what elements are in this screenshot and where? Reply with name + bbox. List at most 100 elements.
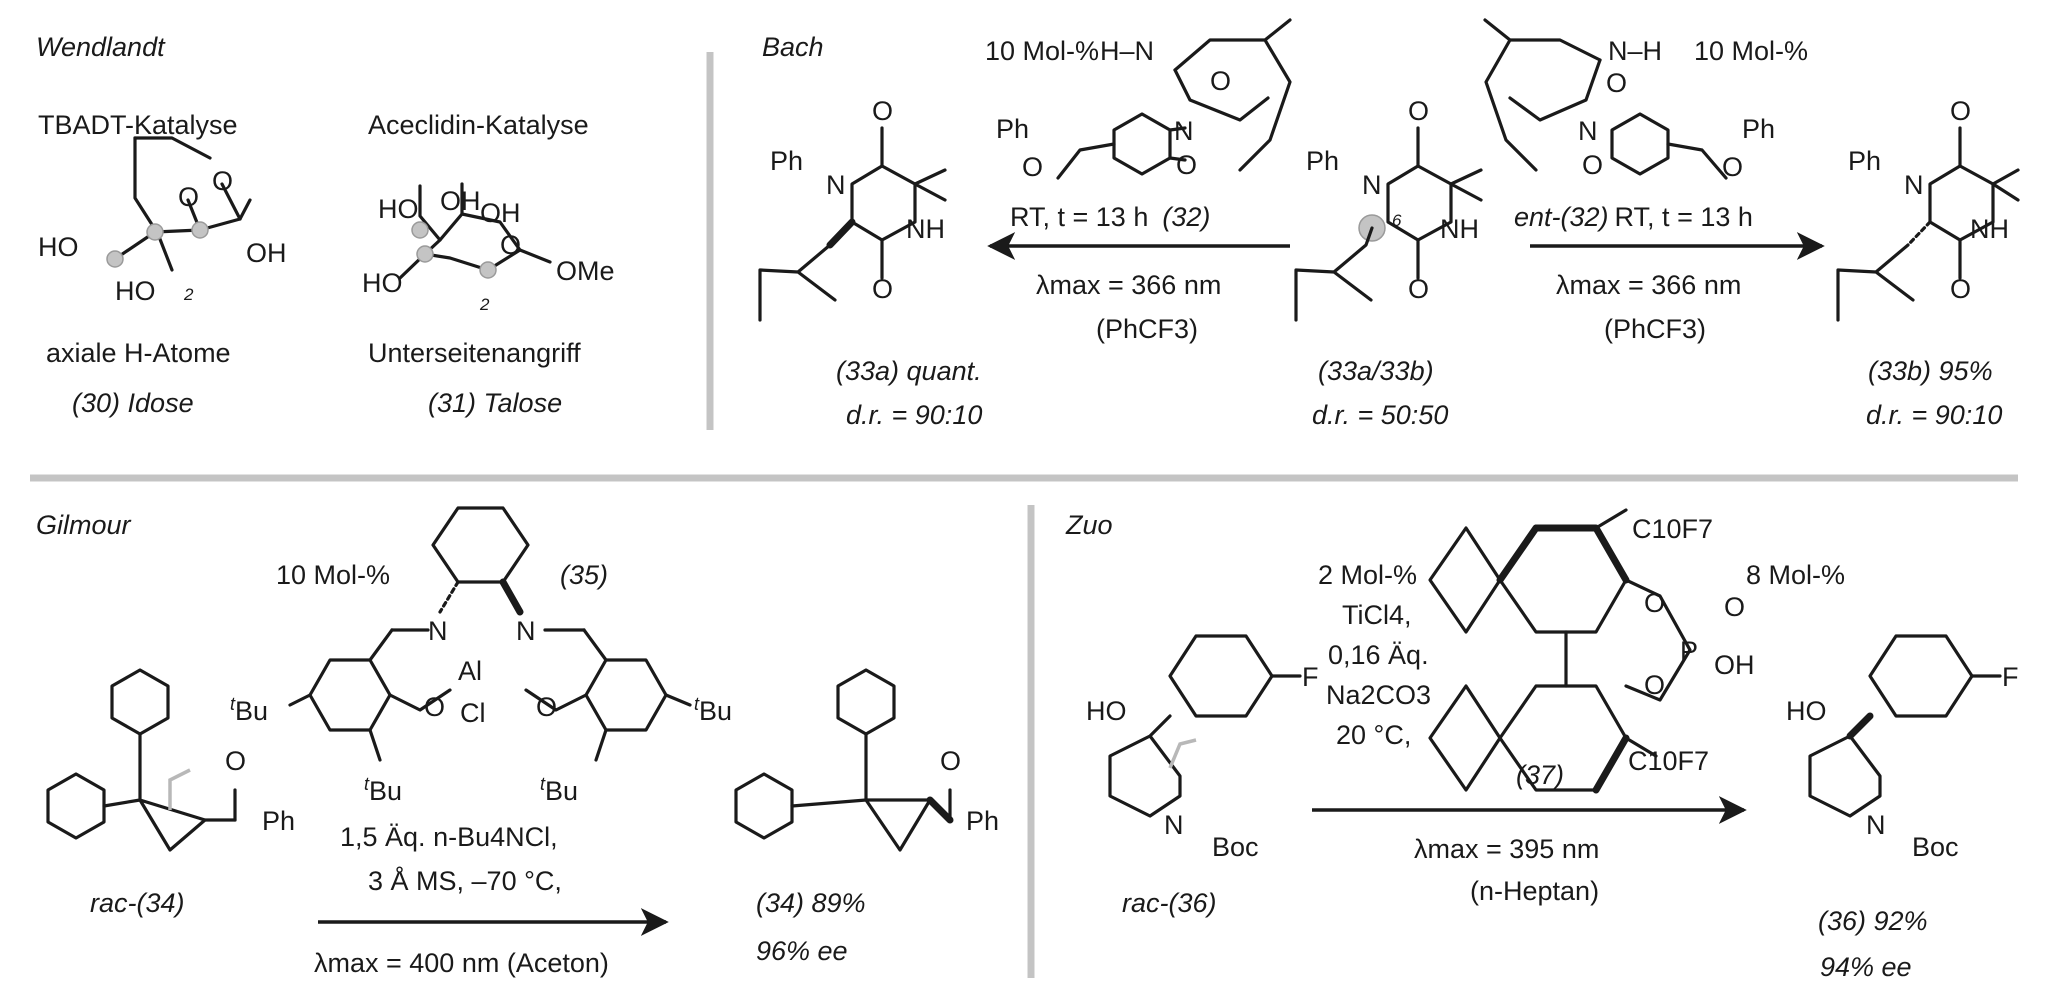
- catalyst-label-35: (35): [560, 560, 608, 590]
- atom-o: O: [1950, 274, 1971, 304]
- atom-nh: N–H: [1608, 36, 1662, 66]
- catalyst-label-37: (37): [1516, 760, 1564, 790]
- highlight-dot: [191, 221, 209, 239]
- substrate-label-36: rac-(36): [1122, 888, 1217, 918]
- condition-zuo-ti: TiCl4,: [1342, 600, 1412, 630]
- atom-ho: HO: [115, 276, 156, 306]
- wavelength-zuo: λmax = 395 nm: [1414, 834, 1599, 864]
- condition-gilmour-3: λmax = 400 nm (Aceton): [314, 948, 609, 978]
- dr-label-33b: d.r. = 90:10: [1866, 400, 2002, 430]
- atom-tbu: tBu: [694, 694, 732, 726]
- atom-o: O: [1950, 96, 1971, 126]
- atom-o: O: [178, 182, 199, 212]
- atom-ho: HO: [38, 232, 79, 262]
- atom-o: O: [1722, 152, 1743, 182]
- catalysis-label-tbadt: TBADT-Katalyse: [38, 110, 238, 140]
- highlight-dot: [416, 245, 434, 263]
- atom-ph: Ph: [996, 114, 1029, 144]
- compound-label-31: (31) Talose: [428, 388, 562, 418]
- atom-n: N: [1174, 116, 1194, 146]
- catalyst-loading-gilmour: 10 Mol-%: [276, 560, 390, 590]
- substrate-34-structure: O Ph: [46, 668, 295, 852]
- condition-left: RT, t = 13 h(32): [1010, 202, 1210, 232]
- atom-o: O: [1606, 68, 1627, 98]
- catalyst-loading-zuo: 8 Mol-%: [1746, 560, 1845, 590]
- atom-n: N: [1164, 810, 1184, 840]
- atom-n: N: [1362, 170, 1382, 200]
- atom-n: N: [516, 616, 536, 646]
- catalyst-loading-left: 10 Mol-%: [985, 36, 1099, 66]
- atom-o: O: [1644, 588, 1665, 618]
- atom-o: O: [872, 96, 893, 126]
- substrate-33ab-structure: Ph N O NH O 6: [1294, 96, 1483, 322]
- condition-zuo-loading: 2 Mol-%: [1318, 560, 1417, 590]
- position-label: 2: [479, 295, 490, 314]
- condition-zuo-eq: 0,16 Äq.: [1328, 640, 1429, 670]
- atom-c10f7: C10F7: [1632, 514, 1713, 544]
- section-title-bach: Bach: [762, 32, 824, 62]
- substrate-label-33ab: (33a/33b): [1318, 356, 1434, 386]
- atom-nh: NH: [1970, 214, 2009, 244]
- atom-o: O: [225, 746, 246, 776]
- atom-o: O: [1176, 150, 1197, 180]
- catalyst-37-structure: C10F7 O P O OH O C10F7: [1428, 508, 1755, 794]
- solvent-right: (PhCF3): [1604, 314, 1706, 344]
- product-33a-structure: Ph N O NH O: [758, 96, 947, 322]
- product-label-34: (34) 89%: [756, 888, 866, 918]
- atom-ome: OMe: [556, 256, 615, 286]
- solvent-left: (PhCF3): [1096, 314, 1198, 344]
- atom-cl: Cl: [460, 698, 486, 728]
- product-33b-structure: Ph N O NH O: [1836, 96, 2020, 322]
- atom-c10f7: C10F7: [1628, 746, 1709, 776]
- atom-f: F: [2002, 662, 2019, 692]
- highlight-dot: [411, 221, 429, 239]
- atom-al: Al: [458, 656, 482, 686]
- atom-ph: Ph: [1306, 146, 1339, 176]
- catalysis-label-aceclidin: Aceclidin-Katalyse: [368, 110, 589, 140]
- condition-right: ent-(32)RT, t = 13 h: [1514, 202, 1753, 232]
- position-label: 6: [1392, 211, 1402, 230]
- section-title-wendlandt: Wendlandt: [36, 32, 166, 62]
- atom-n: N: [1866, 810, 1886, 840]
- atom-oh: OH: [1714, 650, 1755, 680]
- atom-o: O: [212, 166, 233, 196]
- catalyst-35-structure: N N Al Cl O O tBu tBu tBu tBu: [230, 506, 732, 806]
- atom-o: O: [1022, 152, 1043, 182]
- atom-o: O: [1644, 670, 1665, 700]
- atom-o: O: [1408, 274, 1429, 304]
- atom-nh: NH: [1440, 214, 1479, 244]
- condition-gilmour-1: 1,5 Äq. n-Bu4NCl,: [340, 822, 558, 852]
- atom-n: N: [1904, 170, 1924, 200]
- atom-n: N: [428, 616, 448, 646]
- dr-label-33ab: d.r. = 50:50: [1312, 400, 1448, 430]
- product-36-structure: HO F N Boc: [1786, 634, 2019, 862]
- atom-o: O: [500, 230, 521, 260]
- solvent-zuo: (n-Heptan): [1470, 876, 1599, 906]
- note-axial-h: axiale H-Atome: [46, 338, 231, 368]
- atom-tbu: tBu: [540, 774, 578, 806]
- product-34-structure: O Ph: [734, 668, 999, 852]
- wavelength-right: λmax = 366 nm: [1556, 270, 1741, 300]
- atom-tbu: tBu: [230, 694, 268, 726]
- ee-label-36: 94% ee: [1820, 952, 1912, 982]
- highlight-dot: [479, 261, 497, 279]
- atom-ho: HO: [1786, 696, 1827, 726]
- idose-structure: O O HO OH HO 2: [38, 136, 287, 306]
- atom-ho: HO: [1086, 696, 1127, 726]
- highlight-dot: [106, 250, 124, 268]
- position-label: 2: [183, 285, 194, 304]
- atom-ph: Ph: [1742, 114, 1775, 144]
- atom-o: O: [1408, 96, 1429, 126]
- atom-o: O: [1582, 150, 1603, 180]
- catalyst-loading-right: 10 Mol-%: [1694, 36, 1808, 66]
- atom-o: O: [424, 692, 445, 722]
- catalyst-ent-32-structure: N–H O N O Ph O: [1483, 18, 1775, 182]
- atom-ph: Ph: [262, 806, 295, 836]
- condition-zuo-base: Na2CO3: [1326, 680, 1431, 710]
- atom-tbu: tBu: [364, 774, 402, 806]
- atom-o: O: [940, 746, 961, 776]
- highlight-dot: [146, 223, 164, 241]
- atom-o: O: [536, 692, 557, 722]
- atom-o: O: [1724, 592, 1745, 622]
